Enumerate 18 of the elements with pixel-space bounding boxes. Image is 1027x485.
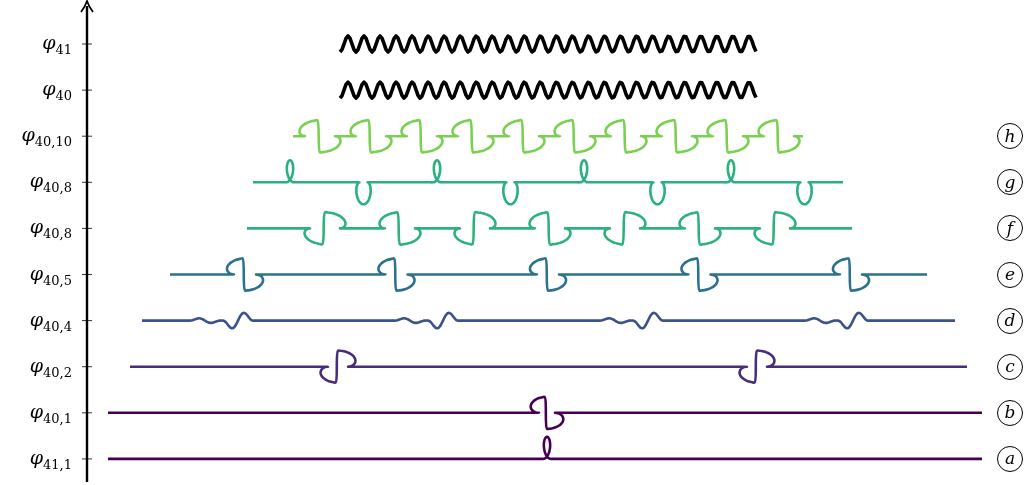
circled-letter: g [997,169,1023,196]
axis-label: φ$_{41,1}$ [28,444,72,474]
axis-label: φ$_{40,4}$ [28,306,72,336]
circled-letter: f [997,215,1023,242]
axis-label: φ$_{40}$ [41,76,72,105]
circled-letter: e [997,261,1023,288]
axis-label: φ$_{40,10}$ [20,122,72,151]
axis-label: φ$_{40,8}$ [28,168,72,198]
axis-label: φ$_{41}$ [41,30,72,59]
circled-letter: a [997,445,1023,472]
axis-label: φ$_{40,2}$ [28,352,72,382]
axis-label: φ$_{40,1}$ [28,398,72,428]
axis-label: φ$_{40,8}$ [28,214,72,244]
circled-letter: c [997,353,1023,380]
circled-letter: d [997,307,1023,334]
axis-label: φ$_{40,5}$ [28,260,72,290]
circled-letter: b [997,399,1023,426]
circled-letter: h [997,123,1023,150]
